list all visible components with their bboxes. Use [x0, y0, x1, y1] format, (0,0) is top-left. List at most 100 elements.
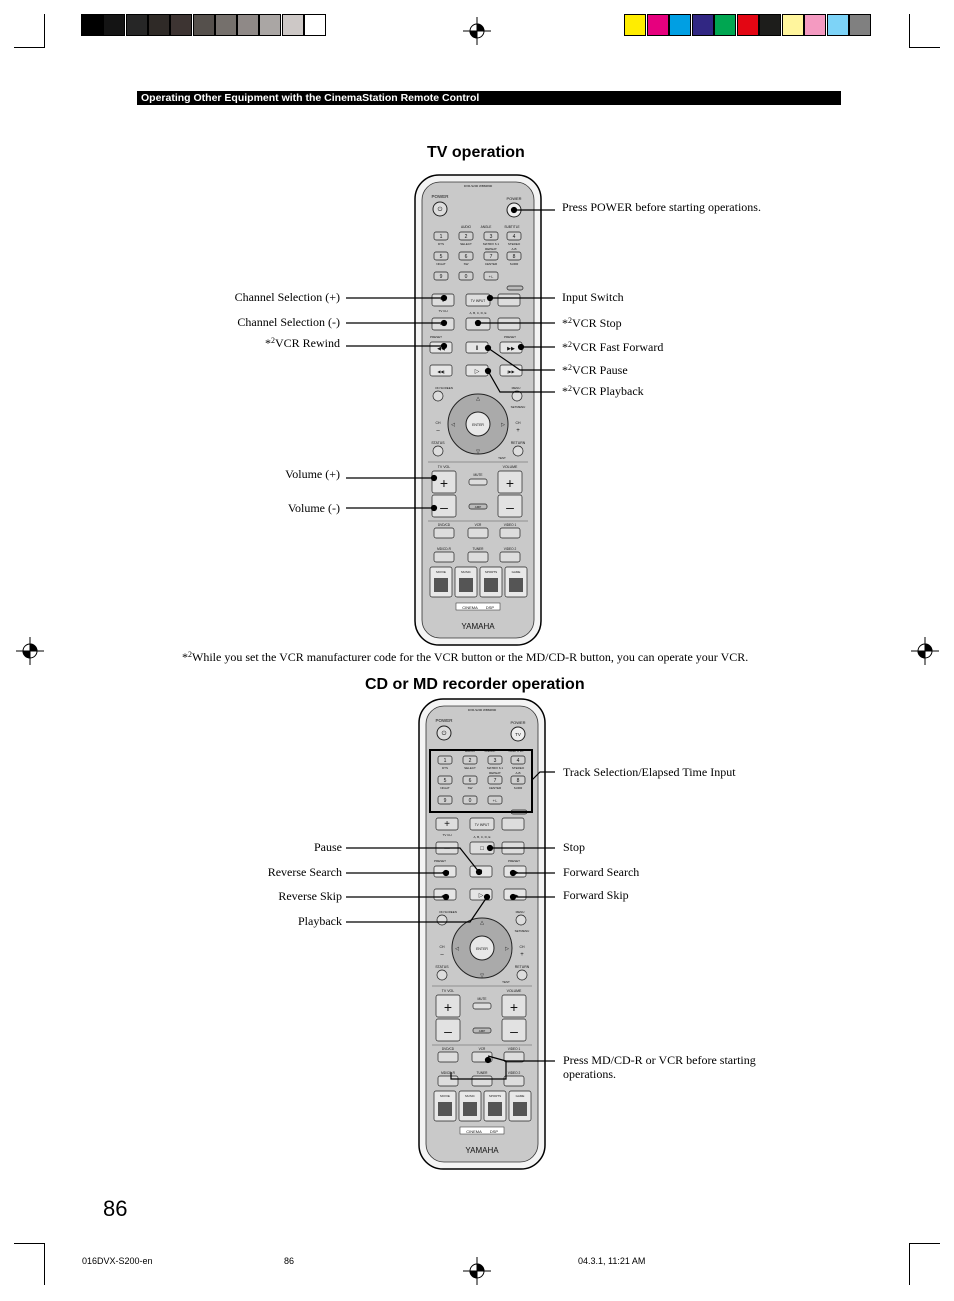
soundfield-icon	[434, 578, 448, 592]
tv-operation-title: TV operation	[427, 144, 525, 161]
power-icon: ⏻	[438, 206, 443, 213]
menu-label: MENU	[516, 910, 525, 914]
repeat-label: REPEAT	[485, 247, 497, 251]
number-key	[487, 775, 503, 785]
vol-plus-icon: +	[510, 999, 518, 1015]
volume-label: VOLUME	[503, 465, 518, 469]
input-label: TUNER	[473, 547, 485, 551]
label-forward-skip: Forward Skip	[563, 888, 629, 902]
blank-button	[501, 817, 525, 831]
number-key	[458, 231, 474, 241]
number-key	[510, 775, 526, 785]
input-label: VIDEO 1	[504, 523, 517, 527]
input-button	[433, 527, 455, 539]
dpad-right-icon: ▷	[505, 946, 509, 952]
color-swatch	[849, 14, 871, 36]
label-reverse-skip: Reverse Skip	[278, 889, 342, 903]
select-label: SELECT	[464, 766, 476, 770]
color-swatch	[759, 14, 781, 36]
tv-vol-label: TV VOL	[442, 989, 455, 993]
stop-icon: □	[480, 846, 484, 852]
tv-label: TV	[515, 732, 521, 737]
label-track-selection: Track Selection/Elapsed Time Input	[563, 765, 736, 779]
label-playback: Playback	[298, 914, 342, 928]
power-tv-label: POWER	[510, 720, 525, 725]
color-swatch	[826, 14, 849, 36]
number-key-label: 4	[517, 758, 520, 764]
select-label: SELECT	[460, 242, 472, 246]
gray-swatch	[81, 14, 103, 36]
number-key	[458, 251, 474, 261]
tv-input-label: TV INPUT	[475, 823, 490, 827]
label-vcr-stop: *2VCR Stop	[562, 316, 622, 330]
vol-minus-button	[497, 494, 523, 518]
input-label: VIDEO 1	[508, 1047, 521, 1051]
number-key-label: 5	[440, 254, 443, 260]
input-button	[467, 527, 489, 539]
number-key-label: 1	[440, 234, 443, 240]
dpad-up-icon: △	[480, 920, 484, 926]
setmenu-label: SETMENU	[511, 405, 526, 409]
stereo-label: STEREO	[512, 766, 525, 770]
skip-fwd-icon: |▶▶	[507, 369, 515, 374]
brand-logo: YAMAHA	[465, 1146, 499, 1155]
input-button	[499, 551, 521, 563]
tv-vol-label: TV VOL	[438, 465, 451, 469]
label-channel-plus: Channel Selection (+)	[234, 290, 340, 304]
dpad-left-icon: ◁	[455, 946, 459, 952]
soundfield-label: MOVIE	[436, 570, 446, 574]
color-swatch	[624, 14, 646, 36]
tv-vol-plus-icon: +	[440, 475, 448, 491]
soundfield-icon	[513, 1102, 527, 1116]
number-key	[458, 271, 474, 281]
cd-operation-title: CD or MD recorder operation	[365, 676, 585, 693]
amp-button	[472, 1027, 492, 1034]
input-button	[437, 1051, 459, 1063]
number-key	[433, 231, 449, 241]
gray-swatch	[214, 14, 237, 36]
input-button	[433, 551, 455, 563]
return-button	[512, 445, 524, 457]
number-key	[487, 755, 503, 765]
number-key-label: 5	[444, 778, 447, 784]
return-label: RETURN	[511, 441, 526, 445]
gray-swatch	[192, 14, 215, 36]
skip-key	[483, 271, 499, 281]
setmenu-label: SETMENU	[515, 929, 530, 933]
number-key	[510, 755, 526, 765]
mute-label: MUTE	[477, 997, 486, 1001]
tv-input-button	[469, 817, 495, 831]
soundfield-label: MUSIC	[465, 1094, 476, 1098]
input-label: VCR	[475, 523, 482, 527]
label-volume-plus: Volume (+)	[285, 467, 340, 481]
soundfield-icon	[463, 1102, 477, 1116]
gray-swatch	[103, 14, 126, 36]
stereo-label: STEREO	[508, 242, 521, 246]
remote-control-tv: DVR-S200 WB84800POWER⏻POWERTVAUDIOANGLES…	[414, 174, 542, 646]
soundfield-label: SPORTS	[489, 1094, 501, 1098]
dpad-up-icon: △	[476, 396, 480, 402]
mute-button	[468, 478, 488, 486]
ch-left-label: CH	[435, 421, 441, 425]
vol-minus-icon: –	[506, 499, 514, 515]
ch-minus-small: –	[440, 952, 444, 958]
sw-label: SW	[468, 786, 473, 790]
enter-label: ENTER	[476, 947, 488, 951]
label-vcr-rewind: *2VCR Rewind	[264, 336, 340, 350]
status-label: STATUS	[431, 441, 445, 445]
cinema-label: CINEMA	[462, 605, 478, 610]
input-label: DVD/CD	[438, 523, 451, 527]
number-key-label: 9	[440, 274, 443, 280]
preset-label: PRESET	[430, 335, 442, 339]
brand-logo: YAMAHA	[461, 622, 495, 631]
power-label: POWER	[431, 194, 449, 199]
amp-label: AMP	[475, 505, 482, 509]
angle-label: ANGLE	[481, 225, 492, 229]
status-label: STATUS	[435, 965, 449, 969]
preset-label-2: PRESET	[508, 859, 520, 863]
tv-ch-label: TV CH	[439, 309, 448, 313]
rewind-icon: ◀◀	[437, 346, 445, 352]
enter-button	[469, 935, 495, 961]
